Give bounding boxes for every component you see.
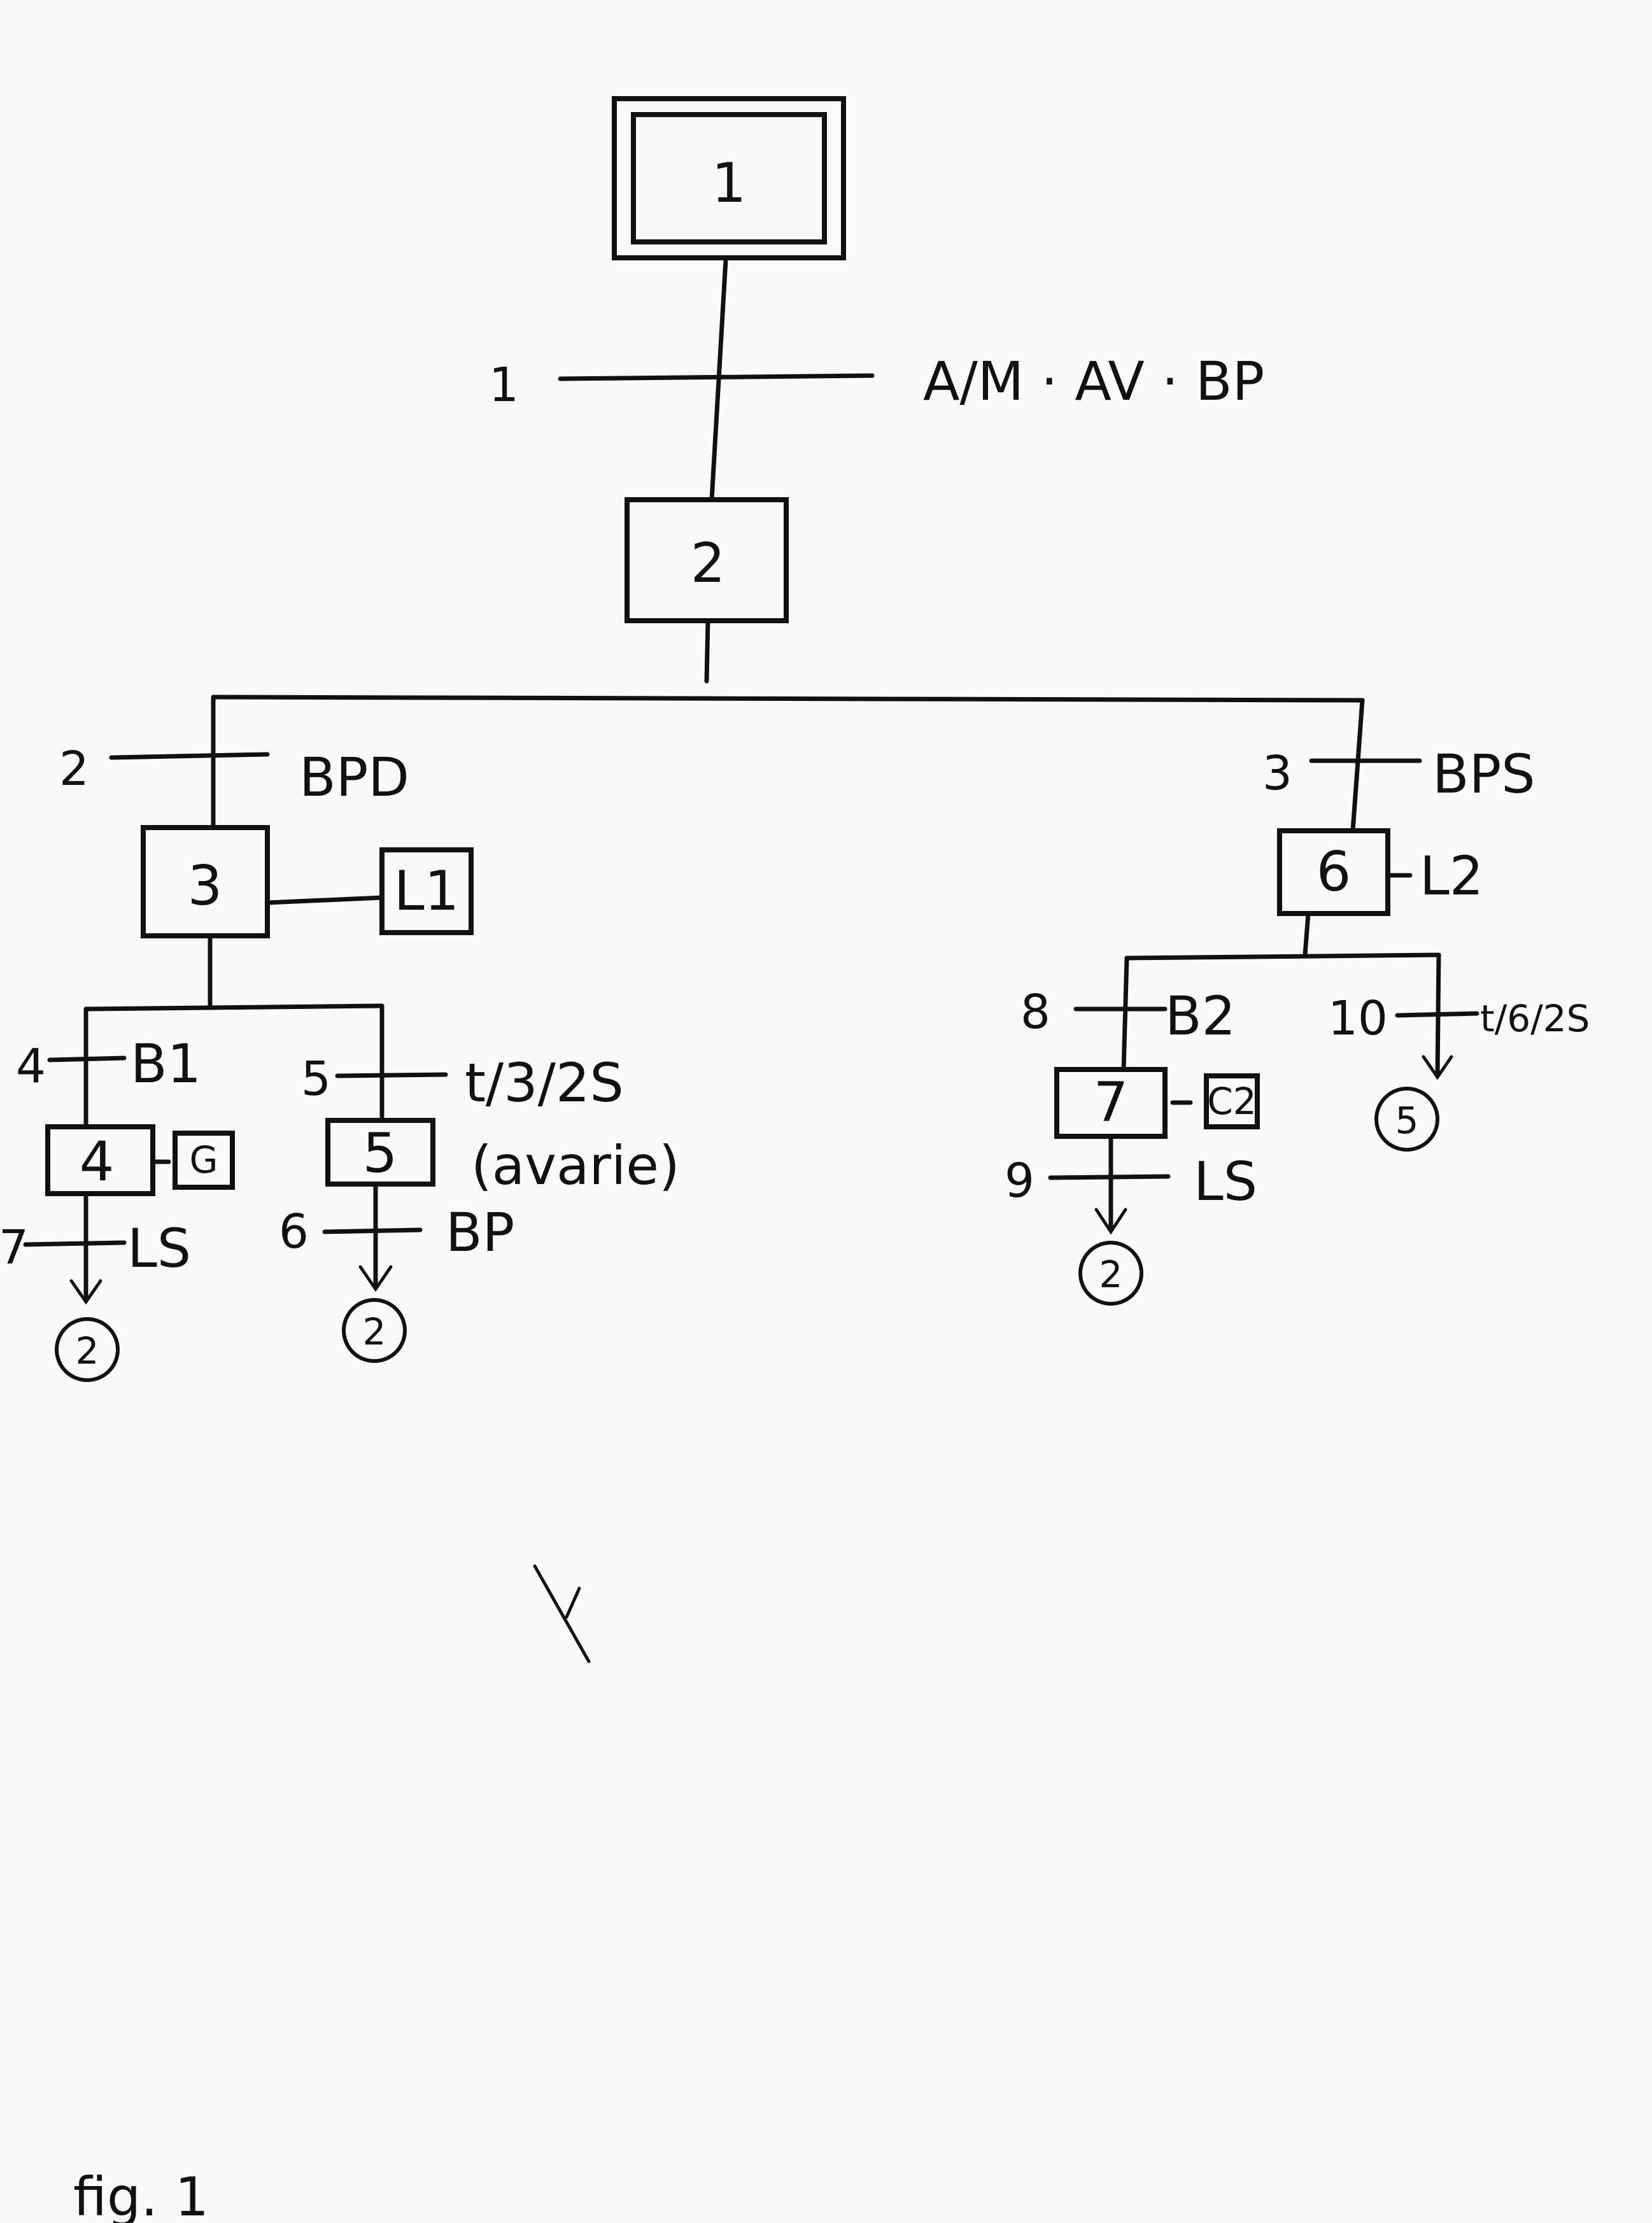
or-divergence-bar bbox=[211, 695, 1365, 703]
transition-5-bar bbox=[335, 1072, 448, 1078]
transition-8-condition: B2 bbox=[1165, 985, 1236, 1047]
transition-7-number: 7 bbox=[0, 1220, 29, 1275]
goto-7-label: 2 bbox=[76, 1329, 99, 1373]
goto-step-2-from-9: 2 bbox=[1078, 1241, 1143, 1306]
action-4-label: G bbox=[190, 1138, 218, 1182]
action-3-label: L1 bbox=[394, 859, 460, 923]
transition-2-bar bbox=[109, 752, 270, 760]
step-6-label: 6 bbox=[1317, 840, 1352, 904]
stray-pen-mark bbox=[533, 1564, 591, 1663]
transition-3-condition: BPS bbox=[1432, 743, 1536, 805]
transition-10-condition: t/6/2S bbox=[1480, 997, 1590, 1040]
goto-10-label: 5 bbox=[1395, 1099, 1419, 1142]
step-1-initial: 1 bbox=[612, 96, 846, 260]
transition-6-bar bbox=[322, 1227, 423, 1234]
link-2-divergence bbox=[704, 618, 710, 684]
step-4-label: 4 bbox=[80, 1130, 115, 1194]
step-6: 6 bbox=[1277, 828, 1390, 916]
transition-6-condition: BP bbox=[446, 1201, 514, 1264]
figure-caption: fig. 1 bbox=[73, 2166, 209, 2223]
transition-2-condition: BPD bbox=[299, 746, 409, 808]
goto-arrow-9 bbox=[1094, 1208, 1127, 1235]
step-5: 5 bbox=[325, 1118, 435, 1187]
transition-8-number: 8 bbox=[1020, 985, 1050, 1040]
transition-4-number: 4 bbox=[16, 1039, 46, 1094]
action-4: G bbox=[173, 1131, 235, 1190]
step-5-label: 5 bbox=[363, 1122, 398, 1185]
goto-step-2-from-6: 2 bbox=[342, 1298, 407, 1363]
transition-10-bar bbox=[1395, 1011, 1479, 1018]
transition-4-bar bbox=[47, 1055, 127, 1062]
step-7: 7 bbox=[1054, 1067, 1168, 1139]
transition-7-bar bbox=[23, 1240, 127, 1247]
action-7: C2 bbox=[1204, 1073, 1260, 1129]
transition-5-number: 5 bbox=[301, 1052, 331, 1106]
transition-1-bar bbox=[558, 373, 875, 381]
transition-10-number: 10 bbox=[1328, 991, 1388, 1046]
step-2-label: 2 bbox=[691, 532, 726, 595]
action-3: L1 bbox=[379, 847, 474, 935]
transition-9-bar bbox=[1048, 1174, 1171, 1180]
link-6-divergence bbox=[1303, 911, 1311, 957]
step-2: 2 bbox=[625, 497, 789, 623]
transition-5-note: (avarie) bbox=[471, 1134, 680, 1197]
goto-arrow-6 bbox=[358, 1265, 393, 1292]
transition-2-number: 2 bbox=[59, 742, 89, 796]
transition-4-condition: B1 bbox=[131, 1033, 201, 1095]
transition-9-condition: LS bbox=[1194, 1150, 1257, 1213]
step-3-action-link bbox=[265, 895, 385, 905]
goto-arrow-10 bbox=[1422, 1055, 1453, 1080]
step-3: 3 bbox=[141, 825, 270, 938]
step-7-label: 7 bbox=[1094, 1071, 1129, 1134]
goto-6-label: 2 bbox=[363, 1310, 386, 1353]
step-4: 4 bbox=[45, 1124, 155, 1196]
goto-step-5-from-10: 5 bbox=[1374, 1087, 1439, 1152]
transition-5-condition: t/3/2S bbox=[465, 1052, 624, 1114]
or-divergence-3-bar bbox=[83, 1003, 385, 1012]
link-branch-right bbox=[1350, 698, 1365, 833]
or-divergence-6-bar bbox=[1124, 952, 1441, 961]
step-3-label: 3 bbox=[188, 854, 223, 918]
action-7-label: C2 bbox=[1207, 1080, 1256, 1123]
transition-3-number: 3 bbox=[1262, 746, 1292, 801]
goto-arrow-7 bbox=[69, 1279, 102, 1305]
goto-step-2-from-7: 2 bbox=[55, 1317, 120, 1382]
transition-6-number: 6 bbox=[279, 1204, 309, 1259]
transition-1-number: 1 bbox=[489, 358, 519, 413]
step-1-label: 1 bbox=[712, 152, 747, 215]
action-6-label: L2 bbox=[1420, 845, 1483, 907]
link-1-2 bbox=[709, 257, 728, 502]
transition-7-condition: LS bbox=[127, 1217, 191, 1280]
goto-9-label: 2 bbox=[1099, 1253, 1123, 1296]
transition-1-condition: A/M · AV · BP bbox=[923, 350, 1264, 413]
link-to-step-7 bbox=[1121, 956, 1129, 1072]
transition-9-number: 9 bbox=[1005, 1154, 1034, 1208]
